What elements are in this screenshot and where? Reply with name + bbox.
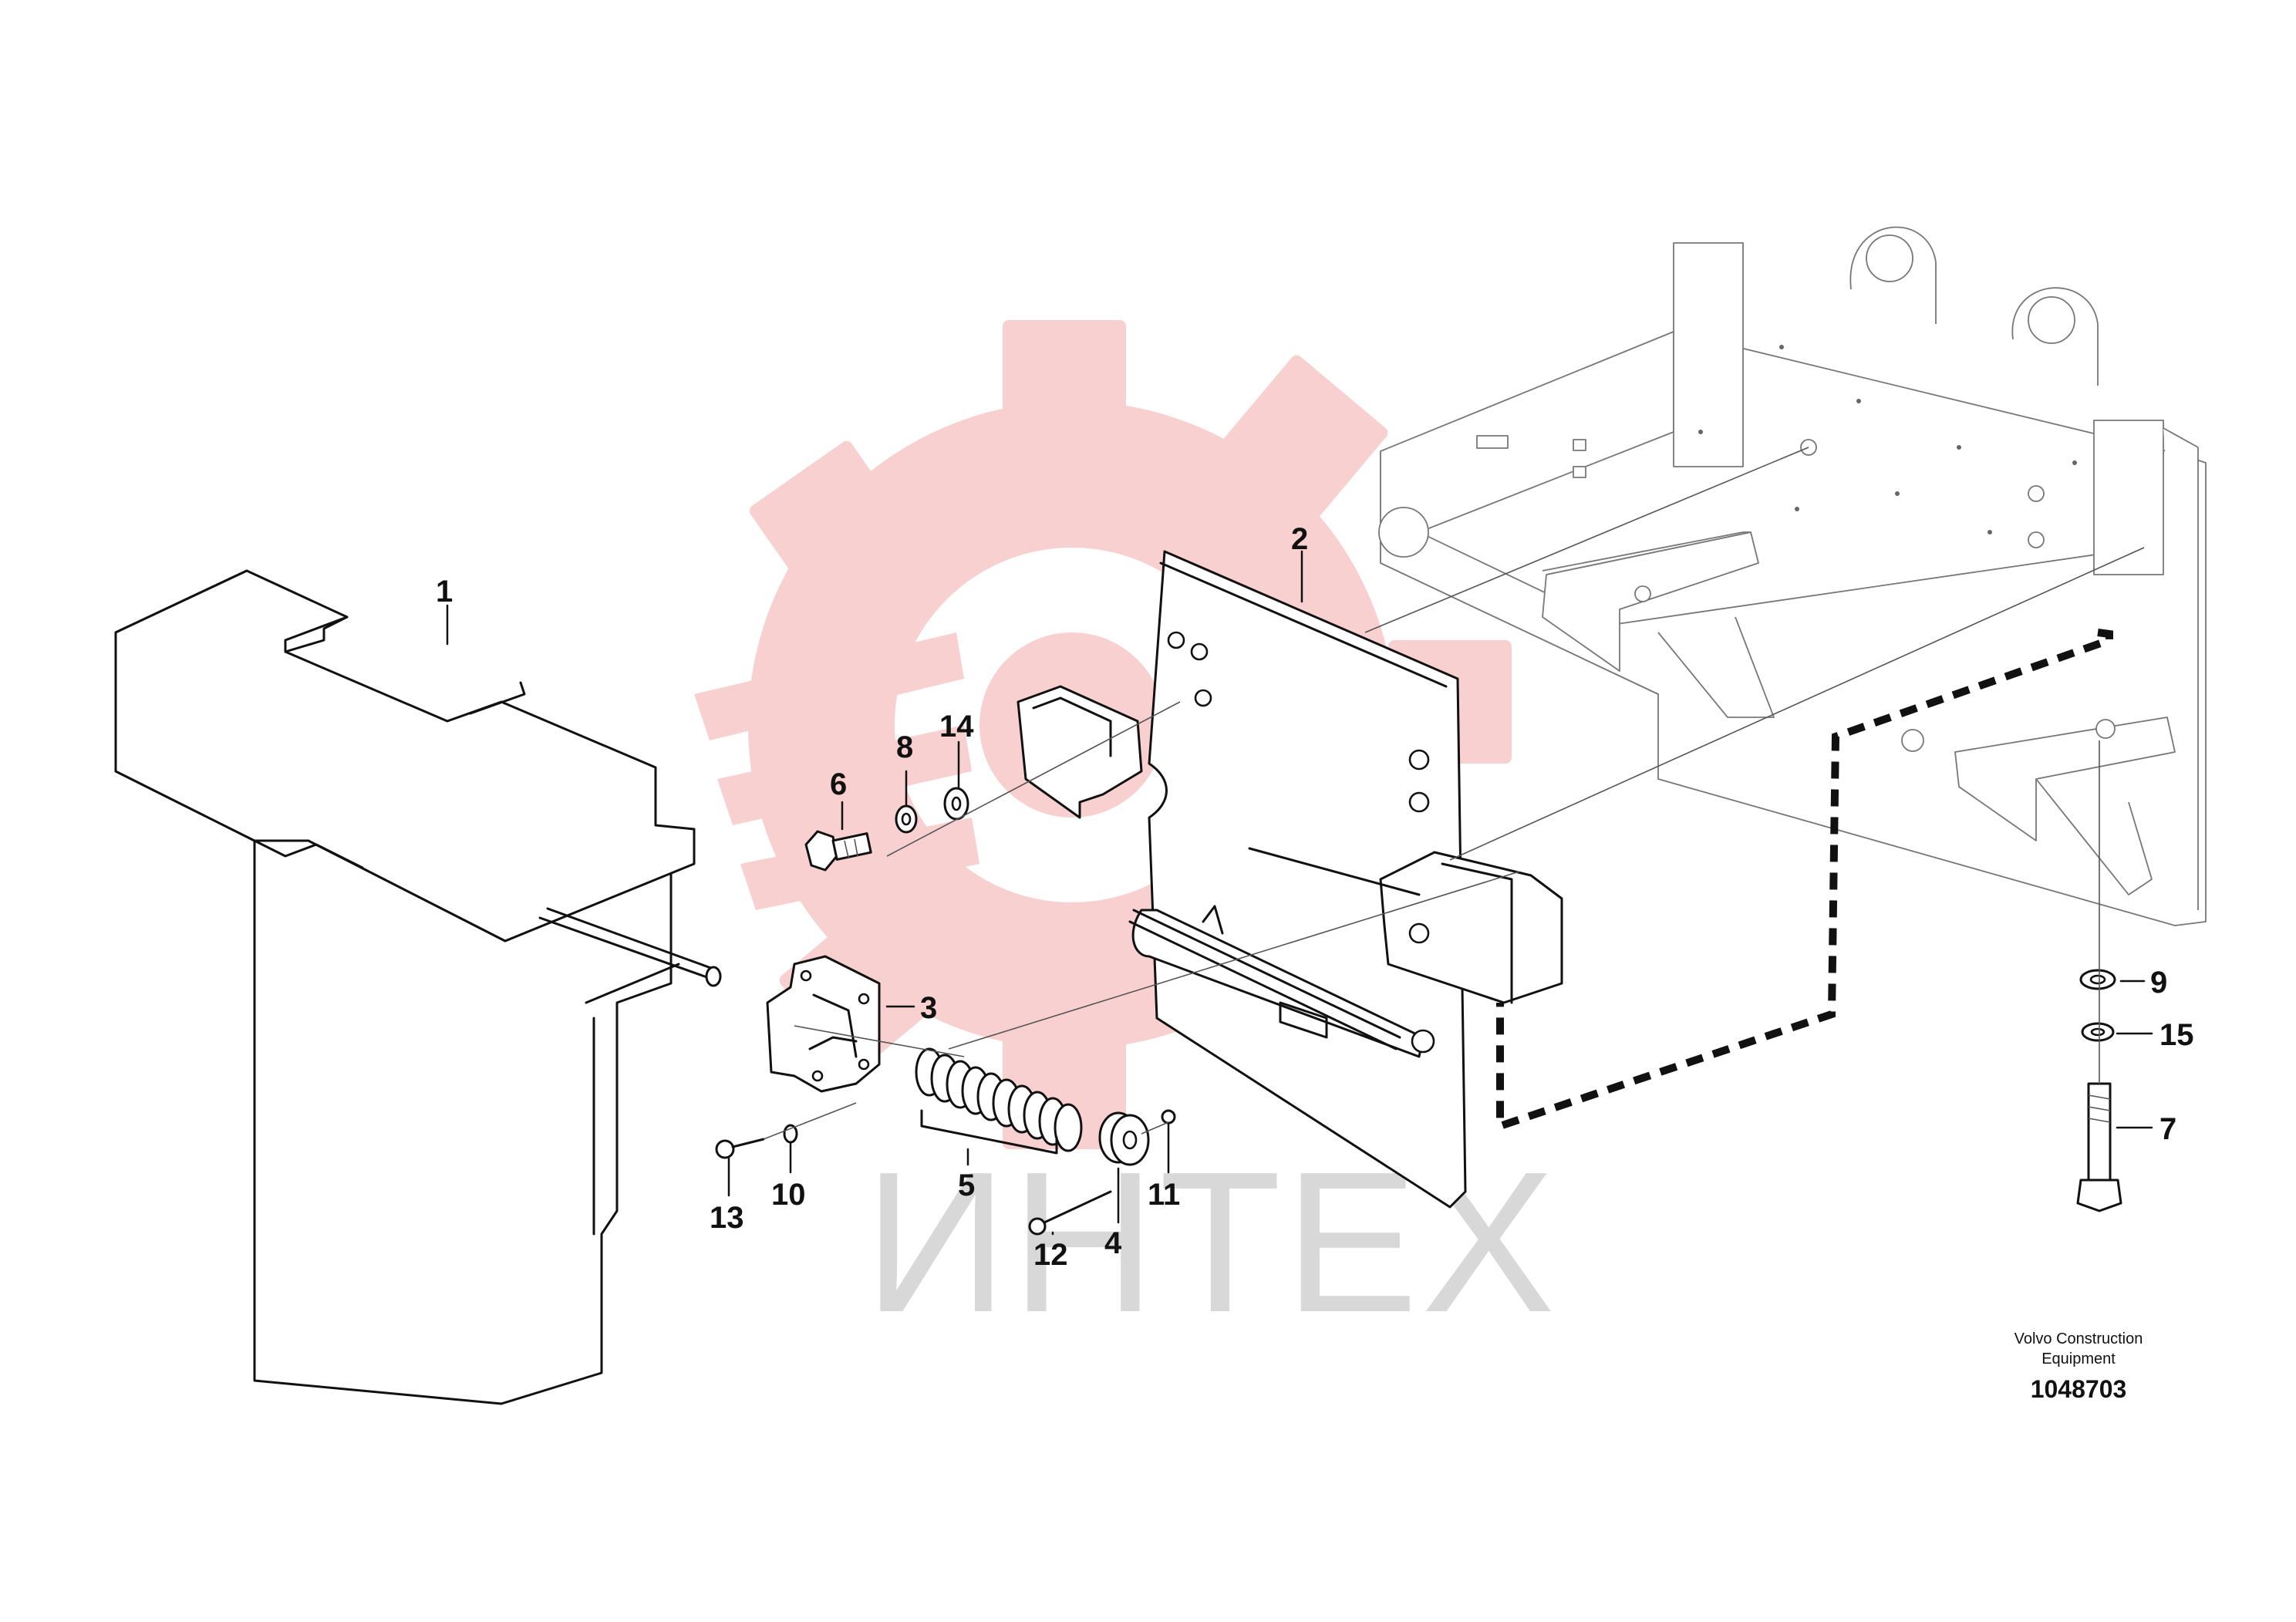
drawing-number: 1048703 (2031, 1375, 2127, 1403)
latch-bracket (766, 955, 881, 1093)
counterweight (114, 569, 696, 1405)
callout-5: 5 (958, 1168, 975, 1202)
callout-10: 10 (771, 1178, 806, 1212)
machine-frame (1378, 226, 2207, 926)
washer-10 (783, 1124, 798, 1144)
callout-leaders (446, 550, 2153, 1236)
callout-12: 12 (1033, 1238, 1068, 1272)
mounting-area-dashed-outline (1496, 629, 2113, 1131)
alignment-lines (763, 447, 2145, 1140)
callout-14: 14 (939, 710, 974, 744)
callout-8: 8 (896, 730, 913, 764)
pin-11 (1161, 1109, 1176, 1125)
callout-13: 13 (710, 1201, 744, 1235)
lock-washer-15 (2081, 1022, 2115, 1042)
callout-6: 6 (830, 767, 847, 801)
callout-3: 3 (920, 991, 937, 1025)
washer-9 (2079, 969, 2116, 990)
callout-1: 1 (436, 575, 453, 609)
callout-labels: 1 2 3 4 5 6 7 8 9 10 11 12 13 14 15 (436, 522, 2194, 1272)
callout-4: 4 (1104, 1226, 1122, 1260)
screw-13 (715, 1138, 765, 1159)
manufacturer-name-line1: Volvo Construction (2014, 1330, 2143, 1347)
manufacturer-name-line2: Equipment (2041, 1351, 2116, 1367)
callout-7: 7 (2159, 1112, 2176, 1146)
callout-2: 2 (1291, 522, 1308, 556)
washer-14 (943, 787, 969, 821)
counterweight-pin (538, 907, 722, 987)
screw-12 (1028, 1190, 1112, 1236)
spacer (1098, 1111, 1150, 1166)
callout-11: 11 (1148, 1178, 1180, 1212)
title-block: Volvo Construction Equipment 1048703 (2014, 1330, 2143, 1403)
screw-6 (804, 830, 872, 872)
lock-washer-8 (895, 804, 918, 834)
spring (915, 1047, 1083, 1155)
callout-15: 15 (2159, 1018, 2194, 1052)
hinge-shaft (1128, 909, 1401, 1050)
callout-9: 9 (2150, 966, 2167, 1000)
bolt-7 (2076, 1082, 2122, 1212)
